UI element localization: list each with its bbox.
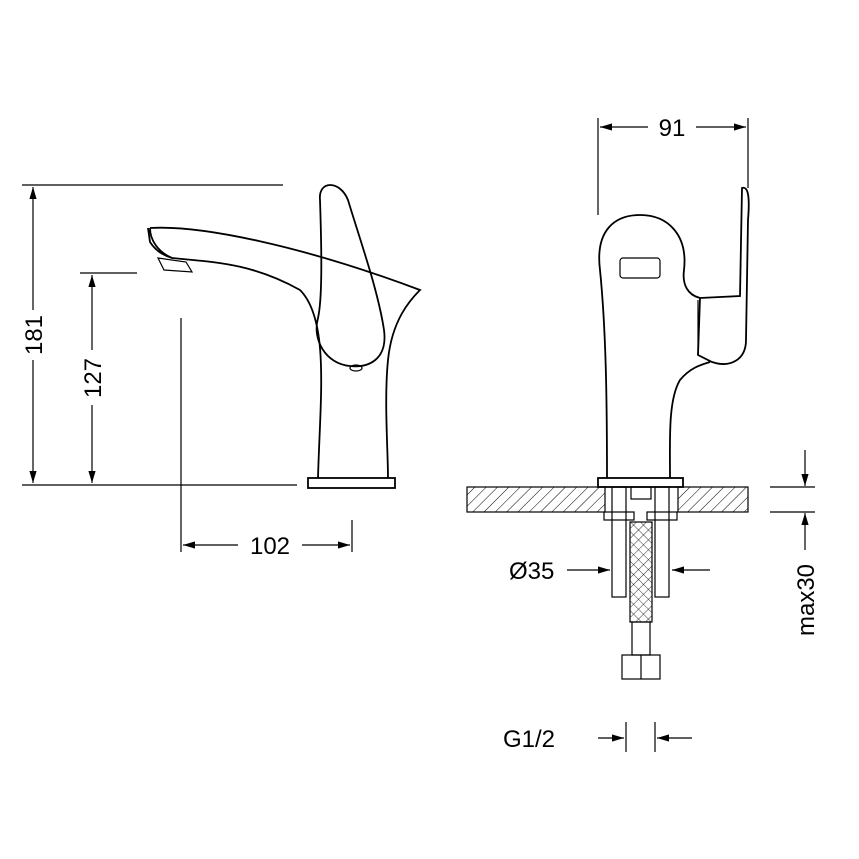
braided-hose: [629, 521, 653, 623]
base-plate-side: [307, 477, 396, 489]
dimension-label-thread: G1/2: [503, 726, 555, 753]
dimension-label-counter: max30: [793, 564, 820, 636]
faucet-body-front: [598, 214, 711, 479]
faucet-body-side: [147, 226, 422, 479]
dimension-label-height: 181: [21, 315, 48, 355]
stud-left: [611, 486, 627, 598]
dimension-label-depth: 91: [659, 115, 686, 142]
handle-side: [315, 184, 386, 368]
aerator-front: [619, 257, 661, 279]
dimension-label-hole: Ø35: [509, 558, 554, 585]
aerator: [156, 257, 194, 273]
side-view: 181 127 102: [18, 184, 422, 560]
handle-front: [697, 186, 750, 365]
countertop-left: [466, 486, 606, 513]
base-plate-front: [597, 477, 684, 488]
hose-end: [631, 621, 651, 656]
dimension-label-reach: 102: [250, 533, 290, 560]
handle-screw: [349, 364, 363, 372]
dimension-label-spout-height: 127: [80, 358, 107, 398]
hose-fitting: [630, 486, 652, 500]
washer-right: [646, 511, 678, 521]
stud-right: [654, 486, 670, 598]
washer-left: [603, 511, 635, 521]
countertop-right: [677, 486, 749, 513]
front-view: 91 Ø35 max30 G1/2: [466, 112, 820, 753]
